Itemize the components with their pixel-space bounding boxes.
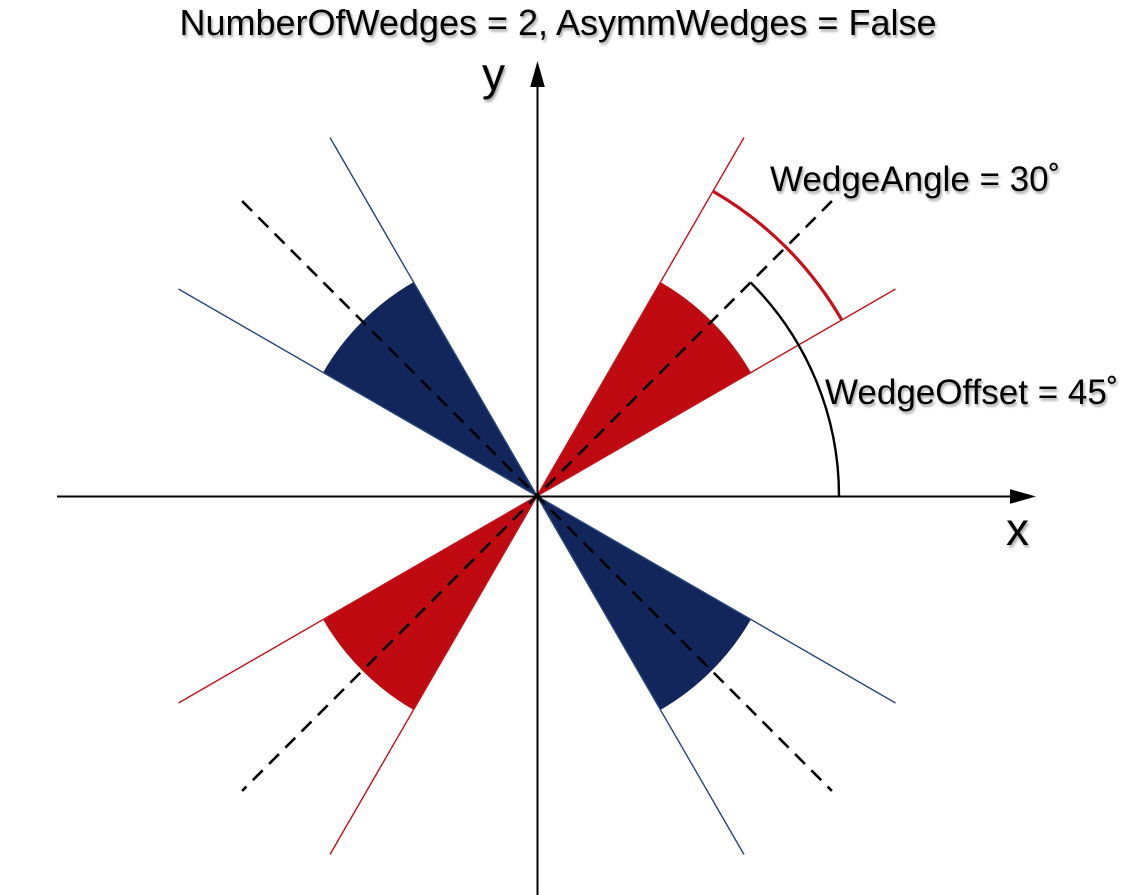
wedge-offset-label: WedgeOffset = 45˚: [825, 373, 1119, 412]
navy-wedge-edge-300deg: [536, 495, 745, 855]
red-wedge-edge-60deg: [536, 137, 745, 497]
navy-wedge-edge-330deg: [536, 495, 896, 704]
navy-wedge-edge-150deg: [178, 288, 538, 497]
y-axis-arrowhead: [530, 61, 545, 87]
x-axis-label: x: [1006, 503, 1029, 555]
wedge-angle-label: WedgeAngle = 30˚: [770, 160, 1061, 199]
red-wedge-edge-240deg: [329, 495, 538, 855]
navy-wedge-edge-120deg: [329, 137, 538, 497]
wedge-offset-arc: [749, 281, 841, 497]
wedge-angle-arc: [712, 189, 844, 321]
red-wedge-edge-30deg: [536, 288, 896, 497]
y-axis-label: y: [482, 48, 505, 100]
red-wedge-edge-210deg: [178, 495, 538, 704]
figure-title: NumberOfWedges = 2, AsymmWedges = False: [179, 2, 937, 43]
x-axis-arrowhead: [1010, 489, 1036, 504]
